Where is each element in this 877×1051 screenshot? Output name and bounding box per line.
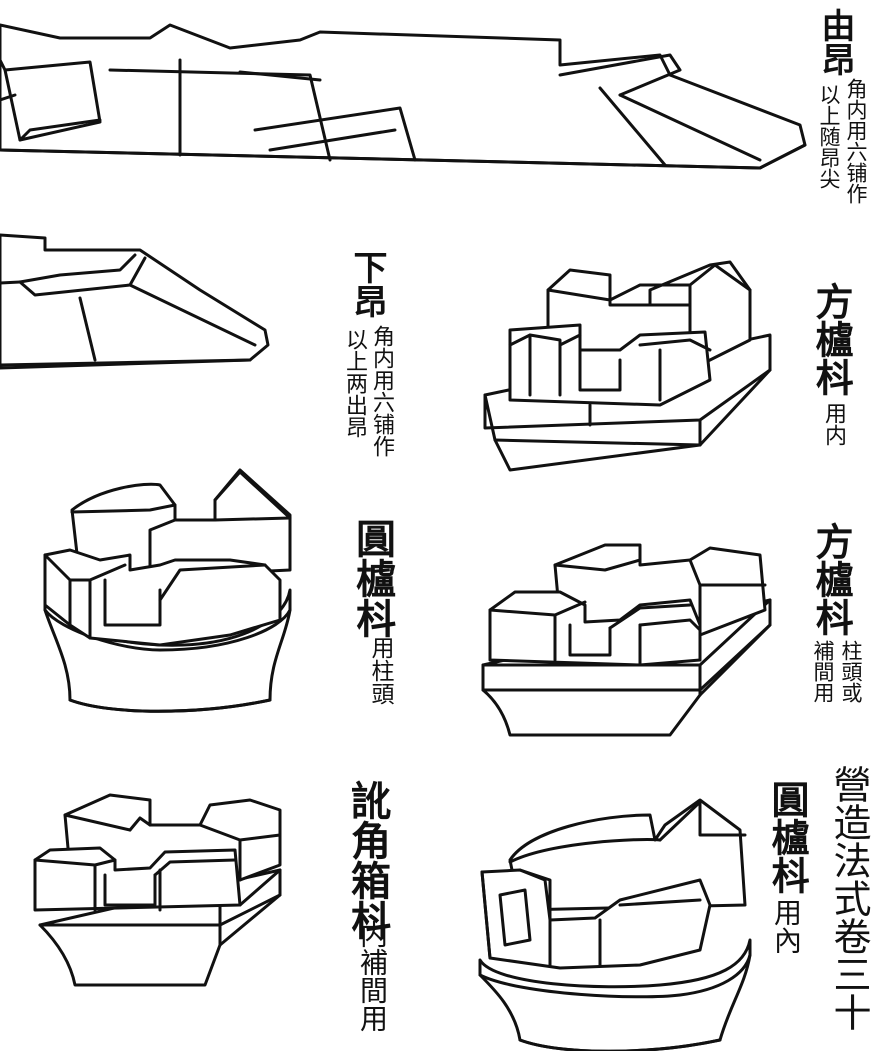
ang-beam-drawing	[0, 23, 807, 170]
xiaang-beam-drawing	[0, 233, 270, 370]
ang-note-1: 角内用六铺作	[844, 78, 868, 204]
yuan-lu-dou-2-title: 圓櫨枓	[765, 780, 810, 894]
xiaang-note-1: 角内用六铺作	[369, 325, 394, 457]
fang-lu-dou-2-note-1: 柱頭或	[839, 640, 863, 703]
qiaojiao-xiangdou-drawing	[33, 793, 282, 987]
yuan-lu-dou-2-drawing	[478, 798, 752, 1051]
book-title: 營造法式卷三十	[827, 765, 871, 1031]
fang-lu-dou-1-drawing	[483, 260, 772, 472]
qiaojiao-title: 訛角箱枓	[344, 780, 391, 940]
yuan-lu-dou-1-title: 圓櫨枓	[349, 518, 396, 638]
yuan-lu-dou-1-drawing	[43, 468, 292, 713]
fang-lu-dou-2-note-2: 補間用	[811, 640, 835, 703]
fang-lu-dou-1-title: 方櫨枓	[809, 282, 854, 396]
yuan-lu-dou-2-note: 用內	[770, 898, 803, 954]
ang-note-2: 以上随昂尖	[817, 84, 841, 189]
qiaojiao-note: 内補間用	[356, 920, 389, 1032]
fang-lu-dou-2-drawing	[481, 543, 772, 737]
fang-lu-dou-1-note: 用内	[821, 402, 846, 446]
yuan-lu-dou-1-note: 用柱頭	[367, 636, 393, 705]
xiaang-title: 下昂	[347, 250, 387, 318]
ang-title: 由昂	[815, 8, 855, 76]
xiaang-note-2: 以上两出昂	[342, 328, 367, 438]
fang-lu-dou-2-title: 方櫨枓	[809, 522, 854, 636]
